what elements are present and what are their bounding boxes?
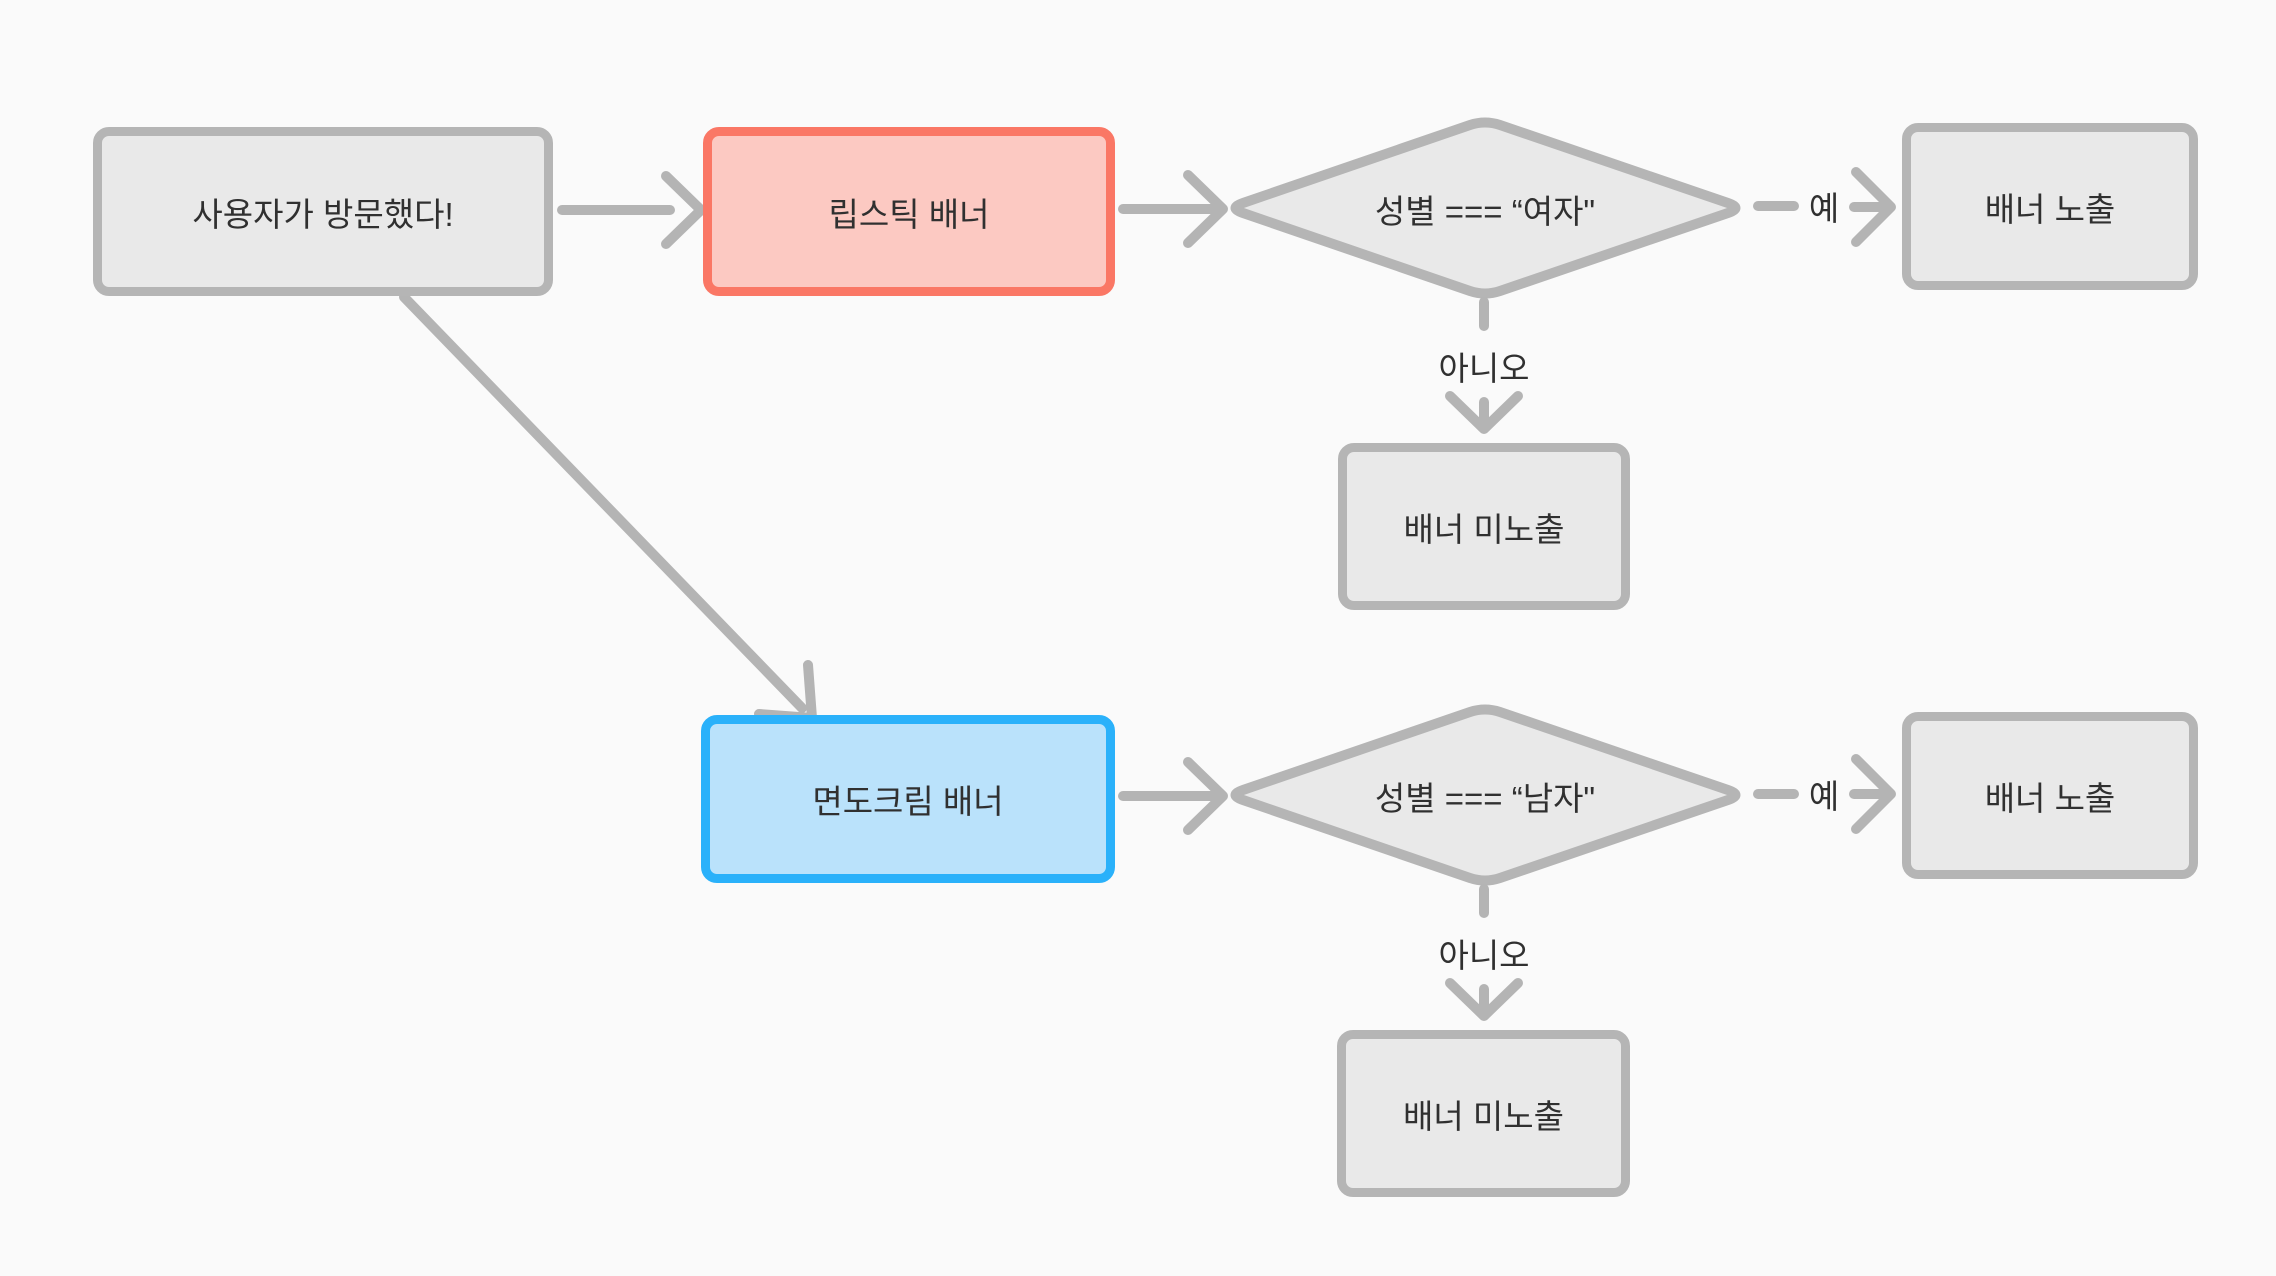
- edge-no-2-arrowhead: [1445, 978, 1523, 1021]
- edge-start-to-lipstick-arrowhead: [661, 171, 706, 249]
- edge-label-no-1: 아니오: [1438, 350, 1530, 387]
- edge-label-yes-1: 예: [1808, 190, 1840, 227]
- decision-male-label: 성별 === “남자": [1374, 780, 1596, 817]
- edge-shaving-to-decision-arrowhead: [1183, 757, 1228, 835]
- node-banner-show-1: 배너 노출: [1902, 123, 2198, 290]
- node-banner-hide-1: 배너 미노출: [1338, 443, 1630, 610]
- edge-label-no-2: 아니오: [1438, 937, 1530, 974]
- node-start: 사용자가 방문했다!: [93, 127, 553, 296]
- decision-male-diamond: [1230, 704, 1741, 886]
- node-banner-show-2-label: 배너 노출: [1984, 779, 2116, 817]
- edge-yes-1-arrowhead: [1851, 167, 1896, 247]
- node-lipstick-banner: 립스틱 배너: [703, 127, 1115, 296]
- edge-lipstick-to-decision-arrowhead: [1183, 170, 1228, 248]
- node-lipstick-banner-label: 립스틱 배너: [828, 195, 990, 233]
- edge-start-to-shaving-line: [399, 292, 807, 713]
- edge-label-yes-2: 예: [1808, 778, 1840, 815]
- edge-yes-2-arrowhead: [1851, 754, 1896, 834]
- node-banner-hide-2-label: 배너 미노출: [1403, 1097, 1564, 1135]
- node-banner-hide-1-label: 배너 미노출: [1403, 510, 1565, 548]
- node-banner-show-1-label: 배너 노출: [1984, 190, 2116, 228]
- node-banner-hide-2: 배너 미노출: [1337, 1030, 1630, 1197]
- node-shaving-banner: 면도크림 배너: [701, 715, 1115, 883]
- node-banner-show-2: 배너 노출: [1902, 712, 2198, 879]
- edge-no-1-arrowhead: [1445, 391, 1523, 434]
- decision-female-label: 성별 === “여자": [1374, 193, 1596, 230]
- node-start-label: 사용자가 방문했다!: [192, 195, 454, 233]
- node-shaving-banner-label: 면도크림 배너: [812, 783, 1004, 820]
- decision-female-diamond: [1230, 117, 1741, 299]
